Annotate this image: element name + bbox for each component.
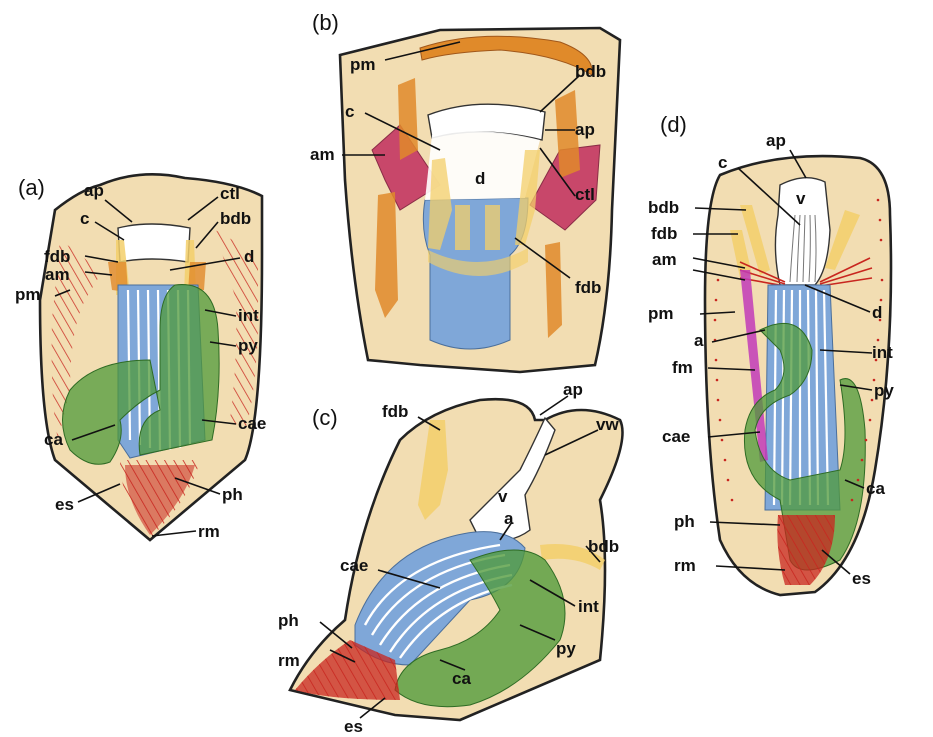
panel-c-int: int [578,597,599,616]
panel-b-am: am [310,145,335,164]
panel-d-es: es [852,569,871,588]
panel-c-ph: ph [278,611,299,630]
panel-d-fdb: fdb [651,224,677,243]
panel-a-bdb: bdb [220,209,251,228]
panel-c: (c) fdb [278,380,623,736]
panel-a-ph: ph [222,485,243,504]
panel-d-label: (d) [660,112,687,137]
panel-a-pm: pm [15,285,41,304]
panel-b-ap: ap [575,120,595,139]
panel-c-v: v [498,487,508,506]
panel-b: (b) pm bdb c ap am d ctl fdb [310,10,620,372]
panel-d-pm: pm [648,304,674,323]
panel-d-ca: ca [866,479,885,498]
panel-a-int: int [238,306,259,325]
panel-c-label: (c) [312,405,338,430]
panel-a-mouth [118,224,190,262]
panel-a: (a) [15,174,266,541]
panel-a-py: py [238,336,258,355]
panel-b-c: c [345,102,354,121]
panel-b-d: d [475,169,485,188]
panel-d-am: am [652,250,677,269]
panel-c-es: es [344,717,363,736]
panel-a-am: am [45,265,70,284]
panel-d-c: c [718,153,727,172]
panel-a-fdb: fdb [44,247,70,266]
panel-b-pm: pm [350,55,376,74]
panel-c-a: a [504,509,514,528]
panel-d-a: a [694,331,704,350]
panel-a-ap: ap [84,181,104,200]
panel-b-ctl: ctl [575,185,595,204]
panel-c-ap: ap [563,380,583,399]
panel-d-ap: ap [766,131,786,150]
panel-d-d: d [872,303,882,322]
panel-b-fdb: fdb [575,278,601,297]
panel-b-label: (b) [312,10,339,35]
panel-d-cae: cae [662,427,690,446]
panel-c-rm: rm [278,651,300,670]
panel-d-rm: rm [674,556,696,575]
panel-d-bdb: bdb [648,198,679,217]
panel-a-label: (a) [18,175,45,200]
panel-c-cae: cae [340,556,368,575]
panel-a-rm: rm [198,522,220,541]
panel-a-ctl: ctl [220,184,240,203]
panel-d-ph: ph [674,512,695,531]
panel-c-fdb: fdb [382,402,408,421]
panel-a-d: d [244,247,254,266]
panel-d-int: int [872,343,893,362]
panel-a-ca: ca [44,430,63,449]
panel-b-bdb: bdb [575,62,606,81]
panel-a-c: c [80,209,89,228]
panel-d-fm: fm [672,358,693,377]
panel-c-bdb: bdb [588,537,619,556]
panel-c-ca: ca [452,669,471,688]
panel-a-es: es [55,495,74,514]
panel-d-v: v [796,189,806,208]
panel-c-py: py [556,639,576,658]
panel-c-vw: vw [596,415,619,434]
panel-d-py: py [874,381,894,400]
panel-d: (d) [648,112,894,595]
panel-a-cae: cae [238,414,266,433]
